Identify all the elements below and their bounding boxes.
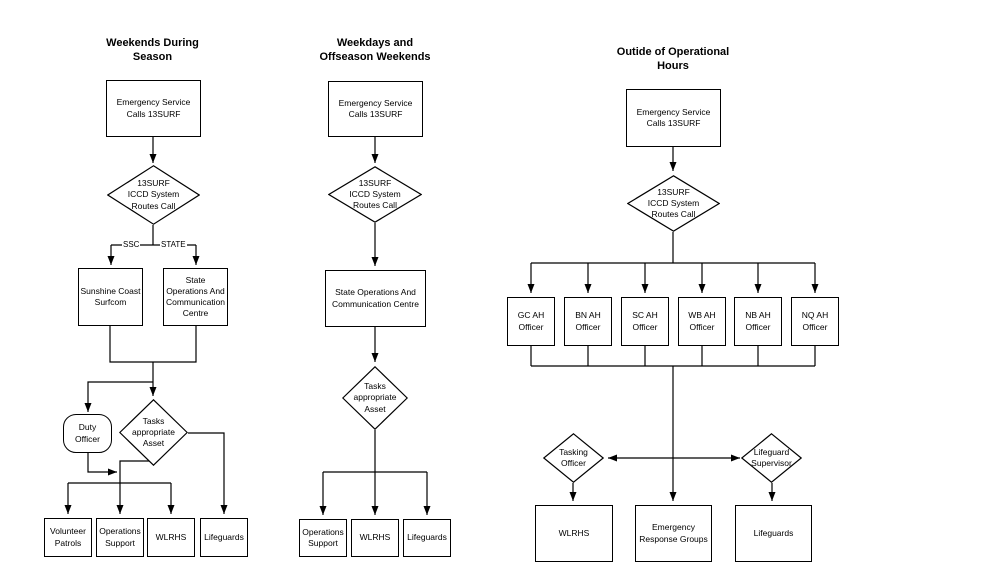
node-sc-ah-officer: SC AH Officer: [621, 297, 669, 346]
node-label: BN AH Officer: [575, 310, 601, 332]
node-operations-support: Operations Support: [96, 518, 144, 557]
node-label: WLRHS: [359, 532, 391, 543]
node-label: Operations Support: [99, 526, 141, 548]
node-tasking-officer: Tasking Officer: [543, 433, 604, 483]
node-label: GC AH Officer: [517, 310, 545, 332]
diamond-shape: [342, 366, 408, 430]
node-label: Tasks appropriate Asset: [353, 381, 397, 414]
node-label: WLRHS: [155, 531, 187, 542]
node-label: WLRHS: [558, 527, 590, 538]
node-label: State Operations And Communication Centr…: [165, 274, 226, 319]
node-label: Duty Officer: [75, 422, 100, 444]
node-state-operations-centre: State Operations And Communication Centr…: [163, 268, 228, 326]
diamond-shape: [107, 165, 200, 225]
node-label: Sunshine Coast Surfcom: [80, 285, 141, 307]
node-nb-ah-officer: NB AH Officer: [734, 297, 782, 346]
node-emergency-call: Emergency Service Calls 13SURF: [106, 80, 201, 137]
node-lifeguards: Lifeguards: [200, 518, 248, 557]
node-label: Lifeguards: [753, 527, 794, 538]
node-lifeguard-supervisor: Lifeguard Supervisor: [741, 433, 802, 483]
node-label: Operations Support: [302, 526, 344, 548]
connector: [116, 460, 153, 514]
node-wb-ah-officer: WB AH Officer: [678, 297, 726, 346]
node-label: SC AH Officer: [632, 310, 658, 332]
node-label: Emergency Service Calls 13SURF: [338, 97, 413, 119]
diamond-shape: [741, 433, 802, 483]
diamond-shape: [627, 175, 720, 232]
node-label: Lifeguards: [204, 531, 244, 542]
node-label: Emergency Service Calls 13SURF: [636, 106, 711, 128]
diamond-shape: [328, 166, 422, 223]
flow-title-weekends: Weekends During Season: [106, 37, 199, 63]
node-state-operations-centre: State Operations And Communication Centr…: [325, 270, 426, 327]
branch-label-ssc: SSC: [122, 240, 141, 250]
node-label: 13SURF ICCD System Routes Call: [647, 186, 700, 220]
connectors: [64, 137, 819, 515]
node-wlrhs: WLRHS: [351, 519, 399, 557]
node-duty-officer: Duty Officer: [63, 414, 112, 453]
node-label: 13SURF ICCD System Routes Call: [349, 177, 401, 211]
connector: [87, 453, 117, 476]
node-label: Emergency Service Calls 13SURF: [116, 97, 191, 119]
node-lifeguards: Lifeguards: [735, 505, 812, 562]
node-label: NQ AH Officer: [801, 310, 829, 332]
node-label: Volunteer Patrols: [50, 526, 86, 548]
node-label: Tasks appropriate Asset: [131, 415, 175, 449]
node-bn-ah-officer: BN AH Officer: [564, 297, 612, 346]
node-emergency-call: Emergency Service Calls 13SURF: [328, 81, 423, 137]
diamond-shape: [543, 433, 604, 483]
node-nq-ah-officer: NQ AH Officer: [791, 297, 839, 346]
node-emergency-response-groups: Emergency Response Groups: [635, 505, 712, 562]
node-tasks-appropriate-asset: Tasks appropriate Asset: [342, 366, 408, 430]
node-label: WB AH Officer: [688, 310, 716, 332]
node-operations-support: Operations Support: [299, 519, 347, 557]
node-label: Tasking Officer: [559, 446, 588, 468]
node-label: Lifeguards: [407, 532, 447, 543]
node-tasks-appropriate-asset: Tasks appropriate Asset: [119, 399, 188, 466]
node-label: Emergency Response Groups: [639, 522, 708, 544]
node-label: NB AH Officer: [745, 310, 771, 332]
node-lifeguards: Lifeguards: [403, 519, 451, 557]
connector: [109, 326, 197, 363]
node-label: 13SURF ICCD System Routes Call: [127, 178, 180, 211]
node-sunshine-coast-surfcom: Sunshine Coast Surfcom: [78, 268, 143, 326]
node-label: Lifeguard Supervisor: [751, 446, 792, 468]
node-iccd-routes-call: 13SURF ICCD System Routes Call: [627, 175, 720, 232]
node-iccd-routes-call: 13SURF ICCD System Routes Call: [107, 165, 200, 225]
connector: [188, 432, 228, 514]
node-wlrhs: WLRHS: [147, 518, 195, 557]
diamond-shape: [119, 399, 188, 466]
connector: [84, 381, 153, 412]
node-volunteer-patrols: Volunteer Patrols: [44, 518, 92, 557]
node-wlrhs: WLRHS: [535, 505, 613, 562]
node-gc-ah-officer: GC AH Officer: [507, 297, 555, 346]
node-iccd-routes-call: 13SURF ICCD System Routes Call: [328, 166, 422, 223]
node-emergency-call: Emergency Service Calls 13SURF: [626, 89, 721, 147]
node-label: State Operations And Communication Centr…: [332, 287, 419, 309]
flow-title-after-hours: Outide of Operational Hours: [616, 46, 730, 72]
flow-title-weekdays: Weekdays and Offseason Weekends: [319, 37, 431, 63]
branch-label-state: STATE: [160, 240, 187, 250]
